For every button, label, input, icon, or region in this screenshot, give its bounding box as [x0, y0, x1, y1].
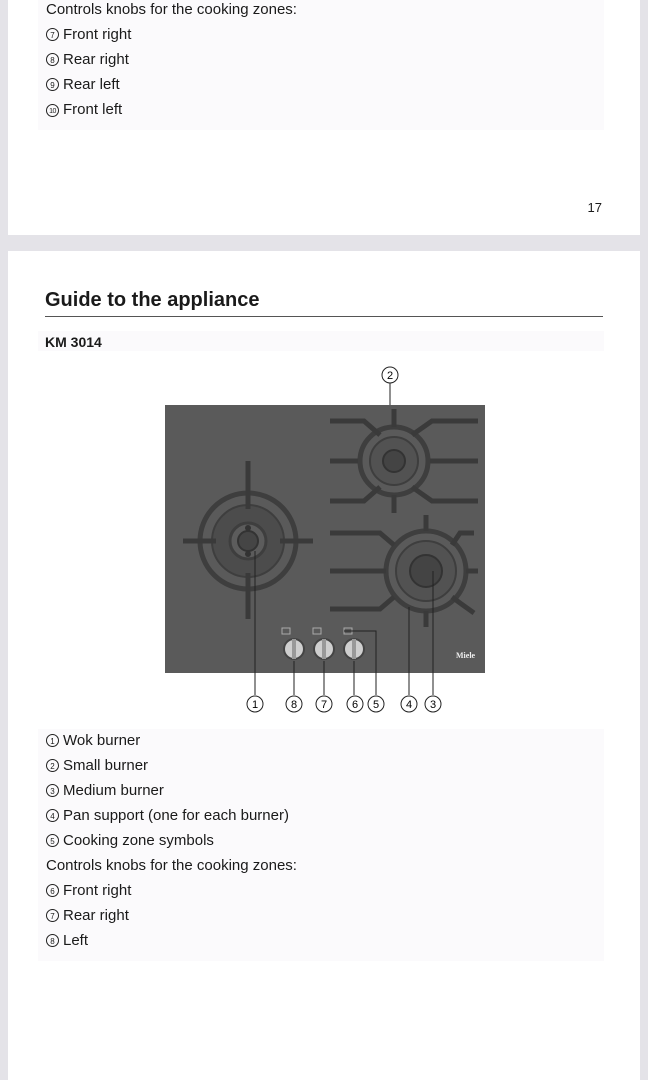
callout-4: 4 [400, 695, 418, 713]
callout-5: 5 [367, 695, 385, 713]
model-background [38, 331, 604, 351]
callout-1: 1 [246, 695, 264, 713]
title-rule [45, 316, 603, 317]
svg-text:8: 8 [291, 699, 297, 711]
list-item: 8 Left [46, 932, 88, 950]
callout-8: 8 [285, 695, 303, 713]
callout-number: 10 [46, 104, 59, 117]
list-item: 10 Front left [46, 101, 122, 119]
callout-2-label: 2 [387, 370, 393, 382]
list-item: 7 Rear right [46, 907, 129, 925]
callout-number: 5 [46, 834, 59, 847]
item-label: Medium burner [63, 782, 164, 799]
list-item: 9 Rear left [46, 76, 120, 94]
item-label: Pan support (one for each burner) [63, 807, 289, 824]
list-item: 7 Front right [46, 26, 131, 44]
wok-burner [183, 461, 313, 619]
list-item: 6 Front right [46, 882, 131, 900]
controls-heading: Controls knobs for the cooking zones: [46, 1, 297, 18]
item-label: Rear left [63, 76, 120, 93]
small-burner [330, 409, 478, 513]
svg-text:6: 6 [352, 699, 358, 711]
control-knob-left [283, 638, 305, 660]
list-item: 1 Wok burner [46, 732, 140, 750]
page-number: 17 [587, 200, 602, 215]
hob-diagram: 2 [165, 366, 485, 713]
callout-number: 7 [46, 28, 59, 41]
medium-burner [330, 515, 478, 627]
list-item: 5 Cooking zone symbols [46, 832, 214, 850]
item-label: Left [63, 932, 89, 949]
bottom-page: Guide to the appliance KM 3014 2 [8, 251, 640, 1080]
brand-logo: Miele [456, 651, 476, 660]
svg-text:7: 7 [321, 699, 327, 711]
legend-background [38, 729, 604, 961]
svg-text:1: 1 [252, 699, 258, 711]
callout-number: 2 [46, 759, 59, 772]
callout-number: 8 [46, 934, 59, 947]
callout-3: 3 [424, 695, 442, 713]
callout-number: 7 [46, 909, 59, 922]
item-label: Rear right [63, 907, 129, 924]
control-knob-rear-right [313, 638, 335, 660]
item-label: Cooking zone symbols [63, 832, 214, 849]
callout-number: 3 [46, 784, 59, 797]
callout-number: 8 [46, 53, 59, 66]
callout-6: 6 [346, 695, 364, 713]
list-background [38, 0, 604, 130]
list-item: 2 Small burner [46, 757, 148, 775]
list-item: 4 Pan support (one for each burner) [46, 807, 289, 825]
list-item: 8 Rear right [46, 51, 129, 69]
callout-number: 1 [46, 734, 59, 747]
svg-text:4: 4 [406, 699, 412, 711]
callout-7: 7 [315, 695, 333, 713]
list-item: 3 Medium burner [46, 782, 164, 800]
controls-heading: Controls knobs for the cooking zones: [46, 857, 297, 874]
callout-number: 6 [46, 884, 59, 897]
item-label: Front left [63, 101, 123, 118]
callout-number: 4 [46, 809, 59, 822]
svg-text:3: 3 [430, 699, 436, 711]
control-knob-front-right [343, 638, 365, 660]
model-name: KM 3014 [45, 334, 102, 350]
item-label: Small burner [63, 757, 149, 774]
item-label: Front right [63, 882, 132, 899]
callout-number: 9 [46, 78, 59, 91]
item-label: Rear right [63, 51, 129, 68]
page-title: Guide to the appliance [45, 289, 260, 311]
item-label: Front right [63, 26, 132, 43]
item-label: Wok burner [63, 732, 141, 749]
svg-text:5: 5 [373, 699, 379, 711]
